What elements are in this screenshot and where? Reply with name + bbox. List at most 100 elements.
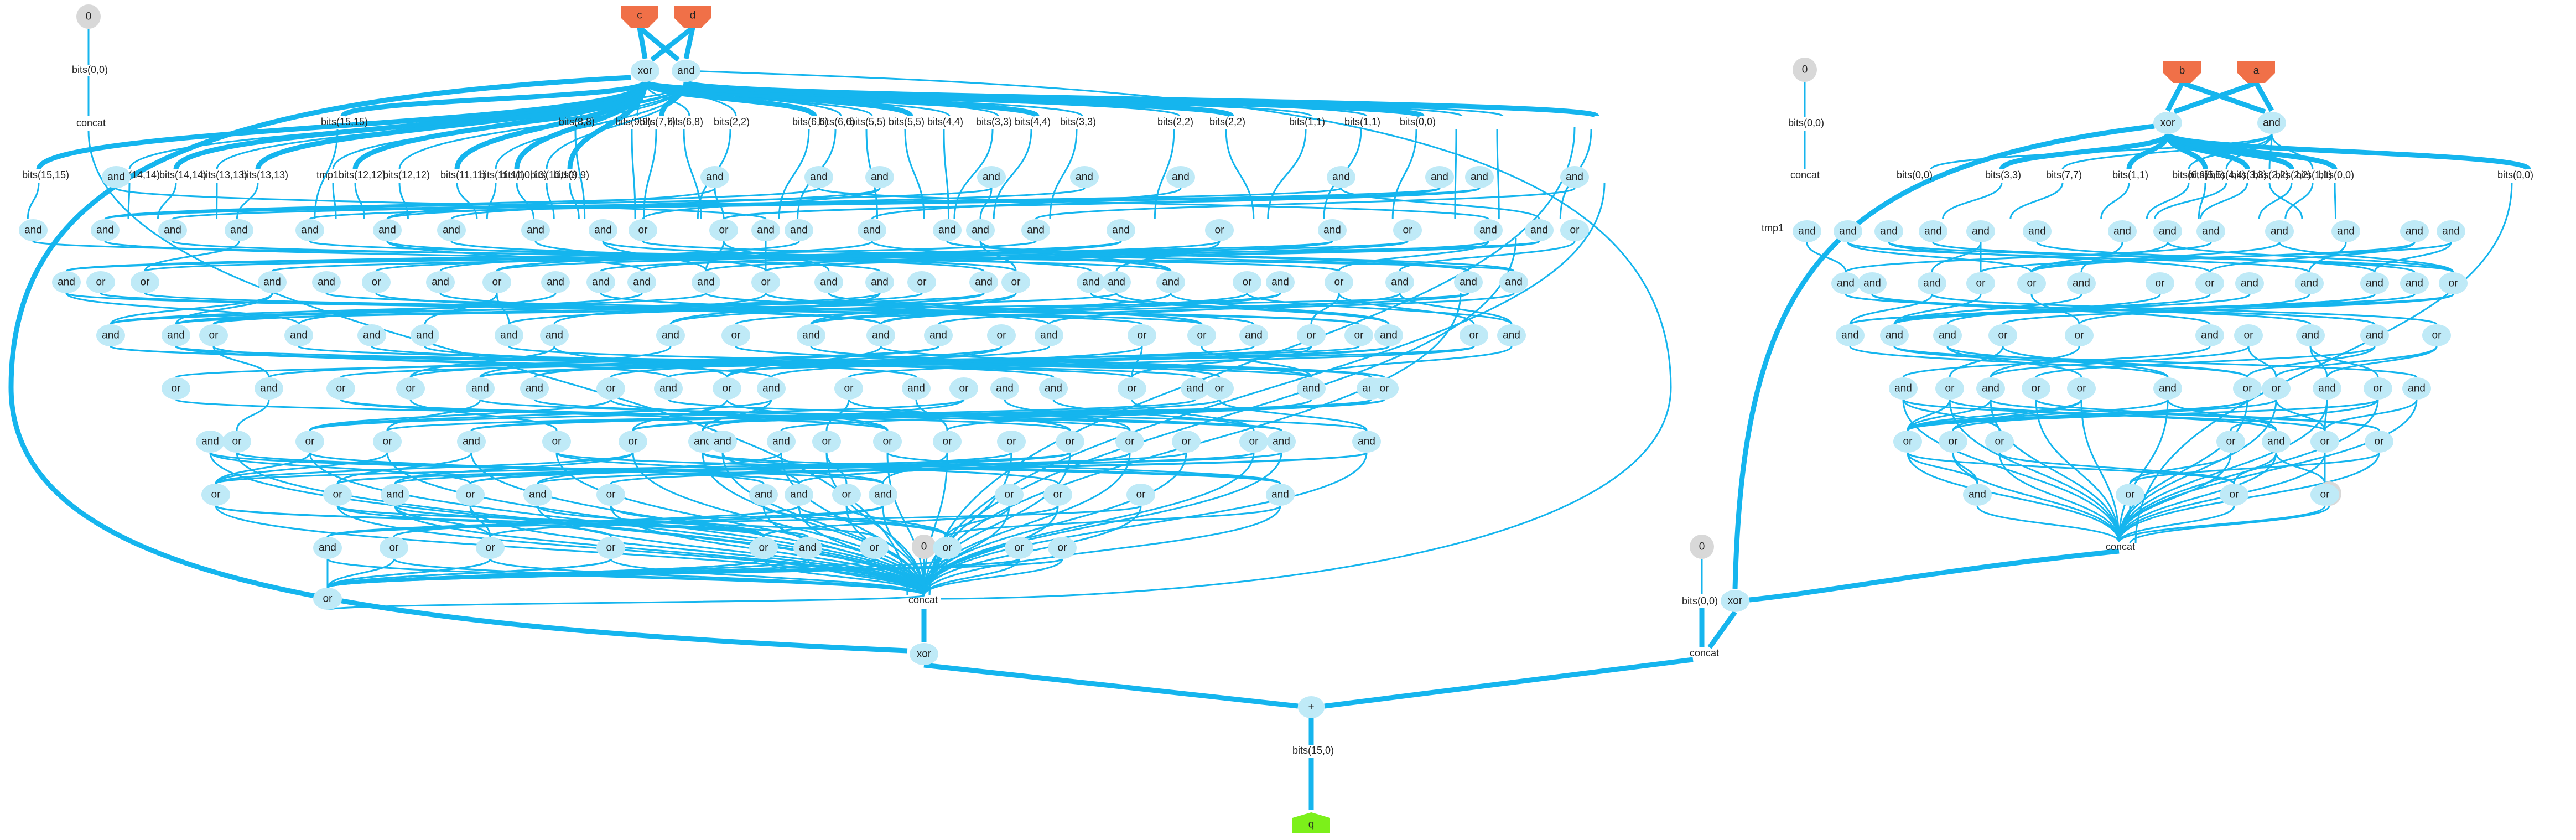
svg-text:or: or [822, 436, 832, 448]
svg-text:or: or [2075, 330, 2085, 341]
edge [928, 127, 1576, 596]
svg-text:and: and [363, 330, 381, 341]
edge [1893, 345, 2418, 378]
svg-text:and: and [546, 330, 563, 341]
edge [1201, 346, 1312, 378]
svg-text:or: or [870, 542, 880, 554]
gate-nodes: and and and and and and and and and and and and and a… [19, 166, 2468, 610]
left-and-node: and [295, 219, 324, 241]
right-or-node: or [2216, 431, 2245, 453]
left-and-node: and [1560, 166, 1589, 188]
svg-text:and: and [694, 436, 711, 448]
edge [469, 505, 925, 596]
svg-text:and: and [24, 225, 42, 236]
svg-text:or: or [606, 383, 616, 395]
thick-edge [2165, 131, 2531, 172]
svg-text:or: or [997, 330, 1007, 341]
left-or-node: or [949, 377, 978, 400]
svg-text:and: and [1505, 277, 1523, 288]
svg-text:or: or [492, 277, 502, 288]
edge [2275, 452, 2326, 484]
left-slice-label: bits(4,4) [1015, 116, 1051, 127]
input-a: a [2237, 61, 2275, 83]
svg-text:and: and [662, 330, 679, 341]
left-slice-label: bits(1,1) [1344, 116, 1380, 127]
left-or-node: or [162, 377, 190, 400]
left-or-node: or [1370, 377, 1399, 400]
svg-text:and: and [201, 436, 219, 448]
svg-text:and: and [871, 277, 889, 288]
left-or-node: or [1560, 219, 1589, 241]
left-and-node: and [540, 324, 569, 346]
edge [409, 345, 939, 378]
left-or-node: or [596, 484, 625, 506]
edge [1907, 399, 2082, 431]
svg-text:and: and [810, 172, 828, 183]
left-or-node: or [1005, 537, 1033, 559]
left-slice-label: bits(7,7) [640, 116, 676, 127]
svg-text:q: q [1308, 819, 1315, 831]
edge [394, 452, 634, 484]
edge [236, 452, 925, 596]
left-and-node: and [1454, 271, 1483, 293]
edge [2118, 452, 2232, 543]
left-and-node: and [757, 377, 786, 400]
left-or-node: or [713, 377, 741, 400]
edge [1907, 398, 2379, 432]
left-or-node: or [1460, 324, 1488, 346]
svg-text:or: or [959, 383, 969, 395]
svg-text:or: or [2126, 489, 2136, 501]
right-and-node: and [2296, 324, 2325, 346]
svg-text:and: and [757, 225, 775, 236]
svg-text:and: and [820, 277, 838, 288]
edge [271, 240, 1540, 272]
left-or-node: or [199, 324, 228, 346]
svg-text:and: and [1886, 330, 1903, 341]
left-or-node: or [1043, 484, 1072, 506]
right-and-node: and [1874, 220, 1903, 242]
edge [2309, 346, 2328, 378]
edge [479, 345, 1475, 378]
right-and-node: and [1918, 272, 1946, 294]
svg-text:and: and [471, 383, 489, 395]
left-or-node: or [373, 431, 402, 453]
svg-text:and: and [1162, 277, 1180, 288]
left-or-node: or [201, 484, 230, 506]
thick-edge [650, 25, 694, 62]
edge [326, 558, 612, 589]
edge [104, 240, 881, 272]
svg-text:and: and [2318, 383, 2336, 395]
left-slice-label: bits(5,5) [850, 116, 886, 127]
svg-text:or: or [1945, 383, 1955, 395]
svg-text:and: and [697, 277, 715, 288]
svg-text:or: or [96, 277, 106, 288]
right-and-node: and [2235, 272, 2264, 294]
left-or-node: or [542, 431, 571, 453]
edge [2118, 399, 2169, 543]
svg-text:or: or [383, 436, 393, 448]
left-and-node: and [1385, 271, 1414, 293]
right-slice-label: bits(5,5) [2189, 169, 2225, 180]
thick-edge [8, 75, 908, 654]
left-or-node: or [323, 484, 352, 506]
edge [332, 182, 337, 220]
right-or-node: or [1935, 377, 1964, 400]
left-and-node: and [162, 324, 190, 346]
svg-text:and: and [1323, 225, 1341, 236]
edge [569, 182, 580, 220]
right-and-node: and [1976, 377, 2005, 400]
edge [1976, 505, 2120, 543]
right-and-node: and [2402, 377, 2431, 400]
thick-edges [8, 25, 2531, 810]
svg-text:or: or [372, 277, 382, 288]
thick-edge [340, 80, 648, 118]
edge [762, 505, 925, 596]
edge [946, 505, 1010, 537]
left-slice-label: bits(15,15) [321, 116, 368, 127]
left-and-node: and [865, 166, 894, 188]
svg-text:and: and [1880, 226, 1898, 237]
left-slice-label: bits(2,2) [714, 116, 750, 127]
left-and-node: and [1267, 431, 1296, 453]
svg-text:and: and [1076, 172, 1093, 183]
left-slice-label: bits(15,15) [22, 169, 69, 180]
